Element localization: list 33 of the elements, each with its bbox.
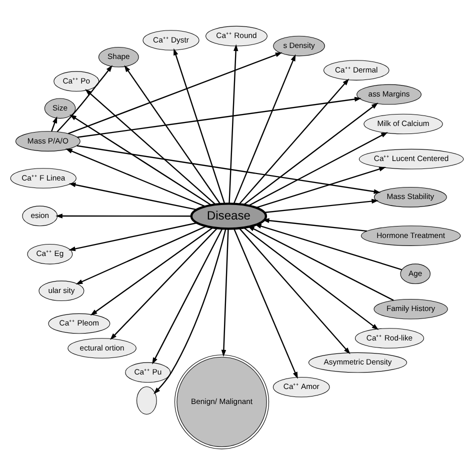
arrow — [66, 148, 206, 207]
arrow — [238, 227, 350, 354]
arrow — [68, 182, 197, 210]
arrow — [221, 228, 229, 356]
node-ellipse — [136, 386, 157, 414]
arrow — [233, 228, 298, 378]
arrow — [256, 166, 386, 208]
arrow — [70, 114, 212, 206]
arrow — [262, 218, 368, 232]
arrow — [124, 64, 221, 204]
arrow — [85, 88, 216, 204]
arrow — [110, 227, 218, 340]
arrow — [56, 64, 112, 132]
arrow — [154, 228, 226, 394]
arrow — [152, 228, 223, 364]
arrow — [228, 44, 238, 204]
arrow — [243, 226, 379, 330]
arrow — [51, 116, 58, 132]
arrow — [68, 222, 198, 251]
arrow — [233, 54, 296, 204]
arrow — [174, 48, 226, 204]
arrow — [248, 132, 388, 206]
arrow — [238, 78, 350, 204]
arrow — [254, 223, 402, 270]
arrow — [77, 96, 362, 138]
arrow — [56, 213, 192, 218]
arrow — [243, 102, 378, 205]
arrow — [76, 144, 381, 194]
arrow — [68, 52, 282, 134]
arrow — [76, 225, 207, 284]
arrow — [90, 226, 214, 316]
arrow — [248, 225, 394, 300]
arrow — [264, 198, 378, 213]
